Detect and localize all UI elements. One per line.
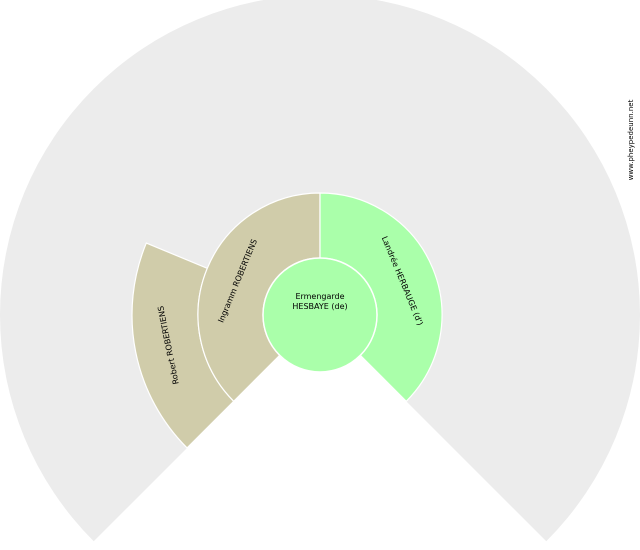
root-person-last-name: HESBAYE (de) (292, 302, 347, 311)
root-person-first-name: Ermengarde (295, 292, 344, 301)
watermark-text: www.pheypedeunn.net (627, 99, 635, 180)
site-watermark: www.pheypedeunn.net (627, 99, 635, 180)
root-person-circle[interactable] (262, 257, 378, 373)
